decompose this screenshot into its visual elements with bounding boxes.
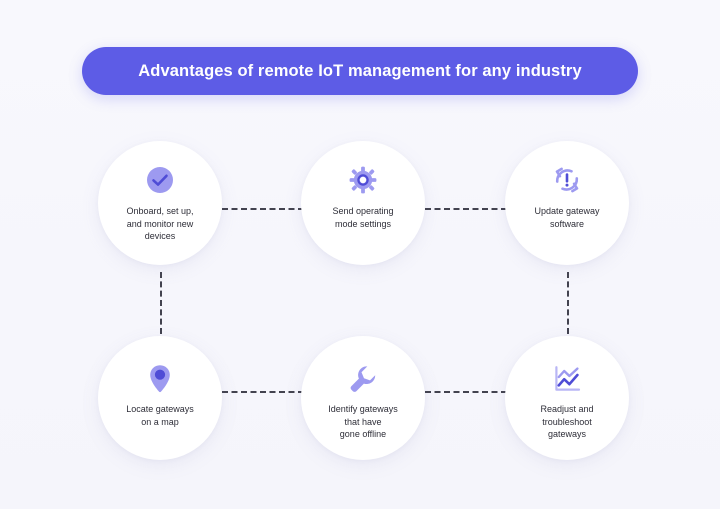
refresh-alert-icon — [555, 167, 579, 193]
page-title: Advantages of remote IoT management for … — [138, 61, 582, 80]
node-label: Locate gateways on a map — [126, 404, 194, 427]
node-send-operating-mode-settings[interactable]: Send operating mode settings — [301, 141, 425, 265]
connector-row2-col2-to-col3 — [425, 391, 507, 393]
connector-row1-col1-to-col2 — [222, 208, 304, 210]
node-readjust-troubleshoot-gateways[interactable]: Readjust and troubleshoot gateways — [505, 336, 629, 460]
node-label: Onboard, set up, and monitor new devices — [126, 206, 194, 241]
icon-slot — [552, 358, 582, 400]
node-identify-offline-gateways[interactable]: Identify gateways that have gone offline — [301, 336, 425, 460]
icon-slot — [145, 159, 175, 201]
connector-col1-row1-to-row2 — [160, 272, 162, 334]
icon-slot — [348, 358, 378, 400]
icon-slot — [551, 159, 583, 201]
connector-row1-col2-to-col3 — [425, 208, 507, 210]
line-chart-icon — [555, 366, 581, 391]
connector-col3-row1-to-row2 — [567, 272, 569, 334]
connector-row2-col1-to-col2 — [222, 391, 304, 393]
node-label: Identify gateways that have gone offline — [328, 404, 398, 439]
gear-icon — [349, 166, 377, 194]
wrench-icon — [350, 366, 376, 392]
title-banner: Advantages of remote IoT management for … — [82, 47, 638, 95]
node-update-gateway-software[interactable]: Update gateway software — [505, 141, 629, 265]
map-pin-icon — [150, 365, 170, 393]
node-locate-gateways-on-map[interactable]: Locate gateways on a map — [98, 336, 222, 460]
icon-slot — [348, 159, 378, 201]
node-label: Update gateway software — [534, 206, 600, 229]
check-circle-icon — [147, 167, 173, 193]
node-label: Send operating mode settings — [332, 206, 394, 229]
node-onboard-devices[interactable]: Onboard, set up, and monitor new devices — [98, 141, 222, 265]
icon-slot — [146, 358, 174, 400]
node-label: Readjust and troubleshoot gateways — [540, 404, 594, 439]
